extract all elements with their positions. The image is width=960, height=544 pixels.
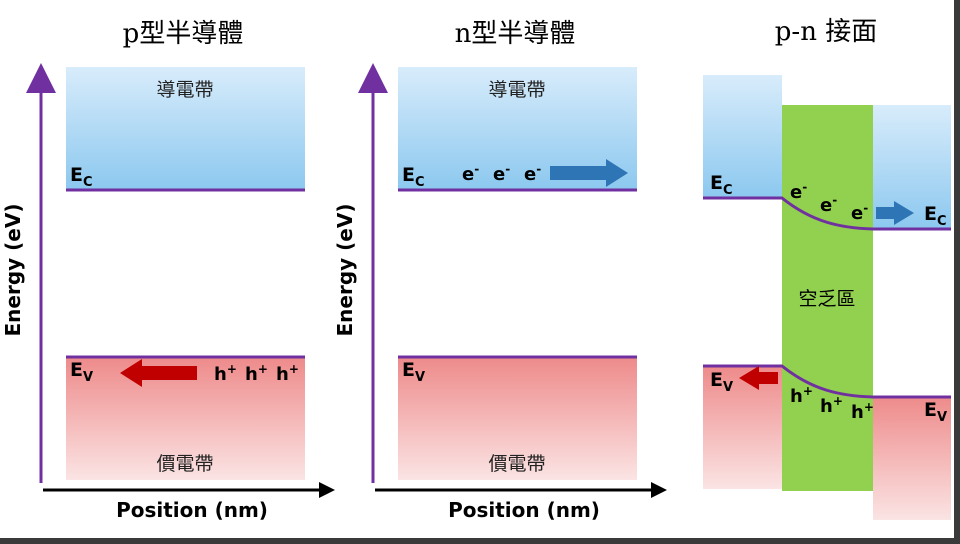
conduction-band-pn-left bbox=[703, 75, 782, 198]
title-n-type: n型半導體 bbox=[455, 19, 576, 49]
valence-band-label-p: 價電帶 bbox=[156, 453, 213, 475]
electron-n-3: e- bbox=[524, 162, 541, 185]
conduction-band-label-n: 導電帶 bbox=[488, 79, 545, 101]
conduction-band-label-p: 導電帶 bbox=[156, 79, 213, 101]
hole-pn-2: h+ bbox=[820, 394, 843, 417]
ec-label-pn-left: EC bbox=[710, 172, 733, 198]
valence-band-pn-left bbox=[703, 366, 782, 489]
y-axis-label-n: Energy (eV) bbox=[333, 204, 357, 337]
depletion-region-label: 空乏區 bbox=[798, 288, 855, 310]
electron-pn-2: e- bbox=[820, 193, 837, 216]
electron-n-2: e- bbox=[493, 162, 510, 185]
ev-label-n: EV bbox=[402, 359, 425, 385]
title-pn-junction: p-n 接面 bbox=[775, 17, 877, 47]
hole-arrow-left-pn bbox=[739, 366, 778, 390]
hole-arrow-left-p bbox=[120, 359, 197, 387]
position-axis-arrowhead-p bbox=[319, 482, 335, 498]
hole-pn-1: h+ bbox=[790, 384, 813, 407]
ec-label-n: EC bbox=[402, 164, 425, 190]
panel-pn-junction: 空乏區 EC EC EV EV e- e- e- h+ h+ h+ bbox=[703, 75, 951, 520]
ev-label-pn-left: EV bbox=[710, 369, 733, 395]
electron-arrow-right-n bbox=[550, 159, 628, 187]
hole-p-3: h+ bbox=[276, 362, 299, 385]
ev-curve-pn bbox=[703, 364, 951, 399]
position-axis-arrowhead-n bbox=[651, 482, 667, 498]
hole-pn-3: h+ bbox=[851, 400, 874, 423]
ec-curve-pn bbox=[703, 196, 951, 231]
electron-arrow-right-pn bbox=[876, 201, 914, 225]
electron-pn-1: e- bbox=[790, 180, 807, 203]
conduction-band-p bbox=[66, 67, 305, 190]
valence-band-n bbox=[398, 357, 637, 480]
ec-label-p: EC bbox=[70, 164, 93, 190]
depletion-region bbox=[782, 105, 873, 491]
electron-pn-3: e- bbox=[851, 201, 868, 224]
ec-label-pn-right: EC bbox=[924, 203, 947, 229]
ev-label-p: EV bbox=[70, 359, 93, 385]
valence-band-pn-right bbox=[873, 396, 951, 520]
electron-n-1: e- bbox=[462, 162, 479, 185]
hole-p-1: h+ bbox=[214, 362, 237, 385]
x-axis-label-p: Position (nm) bbox=[116, 498, 268, 522]
title-p-type: p型半導體 bbox=[123, 19, 244, 49]
x-axis-label-n: Position (nm) bbox=[448, 498, 600, 522]
y-axis-label-p: Energy (eV) bbox=[1, 204, 25, 337]
valence-band-label-n: 價電帶 bbox=[488, 453, 545, 475]
hole-p-2: h+ bbox=[245, 362, 268, 385]
panel-p-type: 導電帶 價電帶 EC EV h+ h+ h+ Energy (eV) Posit… bbox=[1, 63, 335, 522]
panel-n-type: 導電帶 價電帶 EC EV e- e- e- Energy (eV) Posit… bbox=[333, 63, 667, 522]
ev-label-pn-right: EV bbox=[924, 399, 947, 425]
